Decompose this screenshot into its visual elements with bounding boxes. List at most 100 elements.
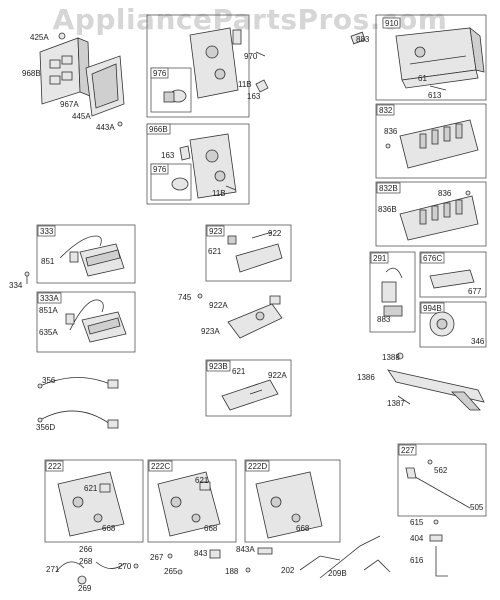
label-1388: 1388 (382, 353, 400, 362)
bracket-part (429, 269, 475, 289)
group-tag-g16: 222D (248, 462, 267, 471)
group-box-976-b (150, 163, 192, 201)
label-843: 843 (194, 549, 208, 558)
group-box-227 (397, 443, 487, 517)
muffler-guard-b (399, 190, 479, 241)
group-tag-g8: 333A (40, 294, 59, 303)
group-tag-g17: 227 (401, 446, 415, 455)
label-922A-a: 922A (209, 301, 228, 310)
label-11B-a: 11B (238, 80, 252, 89)
label-851A: 851A (39, 306, 58, 315)
muffler-part (350, 27, 485, 91)
governor-bracket (197, 293, 283, 339)
label-968B: 968B (22, 69, 41, 78)
label-635A: 635A (39, 328, 58, 337)
label-621-b: 621 (232, 367, 246, 376)
label-202: 202 (281, 566, 295, 575)
label-843A: 843A (236, 545, 255, 554)
label-621-d: 621 (195, 476, 209, 485)
watermark: AppliancePartsPros.com (52, 3, 448, 36)
label-616: 616 (410, 556, 424, 565)
label-334: 334 (9, 281, 23, 290)
group-tag-g4: 910 (385, 19, 399, 28)
group-box-832 (375, 103, 487, 179)
label-163-a: 163 (247, 92, 261, 101)
label-836: 836 (384, 127, 398, 136)
label-970: 970 (244, 52, 258, 61)
group-tag-g14: 222 (48, 462, 62, 471)
label-883-b: 883 (377, 315, 391, 324)
label-615: 615 (410, 518, 424, 527)
label-562: 562 (434, 466, 448, 475)
label-922A-b: 922A (268, 371, 287, 380)
group-box-carburetor (146, 14, 250, 118)
group-box-966B (146, 123, 250, 205)
label-621-c: 621 (84, 484, 98, 493)
group-box-333A (36, 291, 136, 353)
label-163-b: 163 (161, 151, 175, 160)
label-923A: 923A (201, 327, 220, 336)
small-hardware (429, 519, 448, 577)
label-265: 265 (164, 567, 178, 576)
group-tag-g3: 976 (153, 165, 167, 174)
label-1386: 1386 (357, 373, 375, 382)
label-425A: 425A (30, 33, 49, 42)
governor-part-b (221, 379, 279, 411)
group-tag-g11: 291 (373, 254, 387, 263)
group-box-832B (375, 181, 487, 247)
label-922: 922 (268, 229, 282, 238)
label-668-a: 668 (102, 524, 116, 533)
label-613: 613 (428, 91, 442, 100)
carburetor-part-2 (179, 133, 237, 199)
group-box-676C (419, 251, 487, 298)
label-668-c: 668 (296, 524, 310, 533)
group-box-923 (205, 224, 292, 282)
group-box-923B (205, 359, 292, 417)
ignition-coil-b (65, 299, 127, 343)
label-836B: 836B (378, 205, 397, 214)
group-tag-g10: 923B (209, 362, 228, 371)
label-270: 270 (118, 562, 132, 571)
choke-link (405, 459, 471, 509)
label-883-a: 883 (356, 35, 370, 44)
label-356D: 356D (36, 423, 55, 432)
group-box-222D (244, 459, 341, 543)
air-filter-assembly (39, 32, 125, 127)
label-346: 346 (471, 337, 485, 346)
linkage-1386 (387, 352, 485, 411)
bowl-part (163, 89, 187, 103)
label-267: 267 (150, 553, 164, 562)
group-tag-g2: 966B (149, 125, 168, 134)
label-443A: 443A (96, 123, 115, 132)
group-box-333 (36, 224, 136, 284)
group-box-994B (419, 301, 487, 348)
group-tag-g15: 222C (151, 462, 170, 471)
label-677: 677 (468, 287, 482, 296)
plug-wire-356 (37, 377, 119, 389)
label-268: 268 (79, 557, 93, 566)
group-tag-g12: 676C (423, 254, 442, 263)
label-61: 61 (418, 74, 427, 83)
group-box-222C (147, 459, 237, 543)
ignition-coil (59, 235, 125, 277)
label-967A: 967A (60, 100, 79, 109)
label-836-b: 836 (438, 189, 452, 198)
label-505: 505 (470, 503, 484, 512)
group-box-910 (375, 14, 487, 101)
group-tag-g6: 832B (379, 184, 398, 193)
label-621-a: 621 (208, 247, 222, 256)
control-bracket-222D (255, 471, 323, 539)
group-tag-g9: 923 (209, 227, 223, 236)
carburetor-part (189, 27, 269, 99)
governor-part (227, 231, 283, 273)
label-188: 188 (225, 567, 239, 576)
label-851: 851 (41, 257, 55, 266)
group-tag-g1: 976 (153, 69, 167, 78)
part-labels: 976 966B 976 910 832 832B 333 333A 923 9… (9, 19, 485, 593)
label-11B-b: 11B (212, 189, 226, 198)
group-box-976 (150, 67, 192, 113)
label-266: 266 (79, 545, 93, 554)
muffler-guard (385, 119, 479, 169)
label-269: 269 (78, 584, 92, 593)
